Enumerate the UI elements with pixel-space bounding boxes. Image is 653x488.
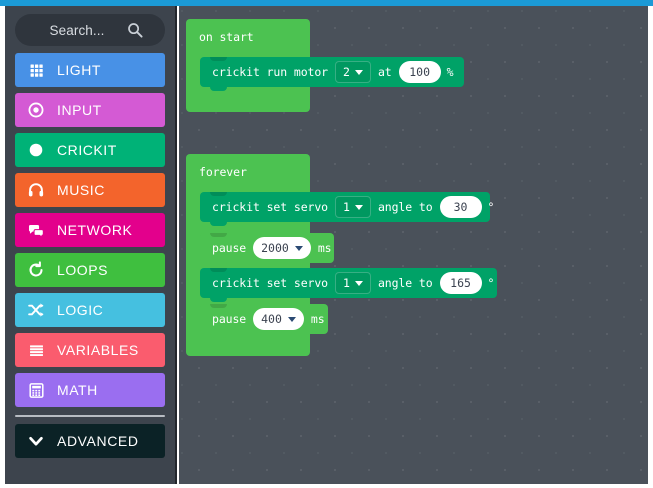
- workspace-canvas[interactable]: on start crickit run motor 2 at 100% foreve…: [179, 6, 648, 484]
- block-crickit-run-motor[interactable]: crickit run motor 2 at 100%: [200, 57, 464, 91]
- number-field[interactable]: 100: [398, 61, 441, 83]
- calculator-icon: [26, 380, 46, 400]
- chevron-down-icon: [354, 204, 363, 210]
- sidebar-item-loops[interactable]: LOOPS: [15, 253, 165, 287]
- chevron-down-icon: [354, 280, 363, 286]
- search-placeholder: Search...: [49, 22, 105, 38]
- sidebar-item-math[interactable]: MATH: [15, 373, 165, 407]
- dropdown-field[interactable]: 1: [335, 196, 371, 218]
- block-label: pause: [212, 312, 247, 326]
- search-input[interactable]: Search...: [15, 14, 165, 46]
- top-accent-bar: [0, 0, 653, 6]
- number-value: 100: [409, 65, 430, 79]
- number-dropdown-field[interactable]: 2000: [253, 237, 311, 259]
- block-label: at: [377, 65, 392, 79]
- block-label: crickit set servo: [212, 276, 329, 290]
- block-crickit-set-servo-2[interactable]: crickit set servo 1 angle to 165 °: [200, 268, 497, 302]
- block-crickit-set-servo-1[interactable]: crickit set servo 1 angle to 30 °: [200, 192, 494, 226]
- sidebar-item-light[interactable]: LIGHT: [15, 53, 165, 87]
- chevron-down-icon: [294, 245, 303, 251]
- chevron-down-icon: [287, 316, 296, 322]
- sidebar-item-label-network: NETWORK: [57, 222, 133, 238]
- block-label: crickit set servo: [212, 200, 329, 214]
- number-value: 165: [450, 276, 471, 290]
- number-field[interactable]: 165: [439, 272, 482, 294]
- block-label: %: [446, 65, 454, 79]
- block-label: crickit run motor: [212, 65, 329, 79]
- sidebar-item-label-crickit: CRICKIT: [57, 142, 117, 158]
- sidebar-item-label-variables: VARIABLES: [57, 342, 139, 358]
- block-label: angle to: [377, 276, 433, 290]
- block-pause-2[interactable]: pause 400 ms: [200, 304, 328, 338]
- sidebar-item-music[interactable]: MUSIC: [15, 173, 165, 207]
- category-list: LIGHT INPUT CRICKIT MUSIC NETWORK LOOPS …: [15, 53, 165, 407]
- block-label: angle to: [377, 200, 433, 214]
- lines-icon: [26, 340, 46, 360]
- block-label: ms: [317, 241, 332, 255]
- sidebar-item-label-loops: LOOPS: [57, 262, 108, 278]
- sidebar-item-input[interactable]: INPUT: [15, 93, 165, 127]
- block-pause-1[interactable]: pause 2000 ms: [200, 233, 334, 267]
- dropdown-field[interactable]: 2: [335, 61, 371, 83]
- circle-icon: [26, 140, 46, 160]
- number-field[interactable]: 30: [439, 196, 482, 218]
- sidebar-item-label-music: MUSIC: [57, 182, 105, 198]
- dropdown-value: 1: [343, 200, 350, 214]
- block-label: °: [487, 276, 495, 290]
- number-dropdown-value: 2000: [261, 241, 289, 255]
- toolbox-divider: [15, 415, 165, 417]
- sidebar-item-label-math: MATH: [57, 382, 98, 398]
- sidebar-item-label-input: INPUT: [57, 102, 102, 118]
- sidebar-item-network[interactable]: NETWORK: [15, 213, 165, 247]
- sidebar-item-label-advanced: ADVANCED: [57, 433, 139, 449]
- chat-bubbles-icon: [26, 220, 46, 240]
- block-label: °: [487, 200, 495, 214]
- dropdown-value: 2: [343, 65, 350, 79]
- sidebar-item-label-logic: LOGIC: [57, 302, 104, 318]
- dropdown-value: 1: [343, 276, 350, 290]
- shuffle-icon: [26, 300, 46, 320]
- sidebar-item-advanced[interactable]: ADVANCED: [15, 424, 165, 458]
- refresh-icon: [26, 260, 46, 280]
- sidebar-item-label-light: LIGHT: [57, 62, 101, 78]
- sidebar-item-crickit[interactable]: CRICKIT: [15, 133, 165, 167]
- sidebar-item-variables[interactable]: VARIABLES: [15, 333, 165, 367]
- chevron-down-icon: [26, 431, 46, 451]
- block-forever-label: forever: [199, 165, 247, 179]
- headphones-icon: [26, 180, 46, 200]
- search-icon[interactable]: [127, 22, 143, 38]
- block-label: pause: [212, 241, 247, 255]
- number-dropdown-field[interactable]: 400: [253, 308, 304, 330]
- target-icon: [26, 100, 46, 120]
- number-dropdown-value: 400: [261, 312, 282, 326]
- block-on-start-label: on start: [199, 30, 254, 44]
- toolbox-panel: Search... LIGHT INPUT CRICKIT MUSIC NETW…: [5, 6, 177, 484]
- grid-icon: [26, 60, 46, 80]
- number-value: 30: [453, 200, 468, 214]
- chevron-down-icon: [354, 69, 363, 75]
- block-label: ms: [310, 312, 325, 326]
- sidebar-item-logic[interactable]: LOGIC: [15, 293, 165, 327]
- dropdown-field[interactable]: 1: [335, 272, 371, 294]
